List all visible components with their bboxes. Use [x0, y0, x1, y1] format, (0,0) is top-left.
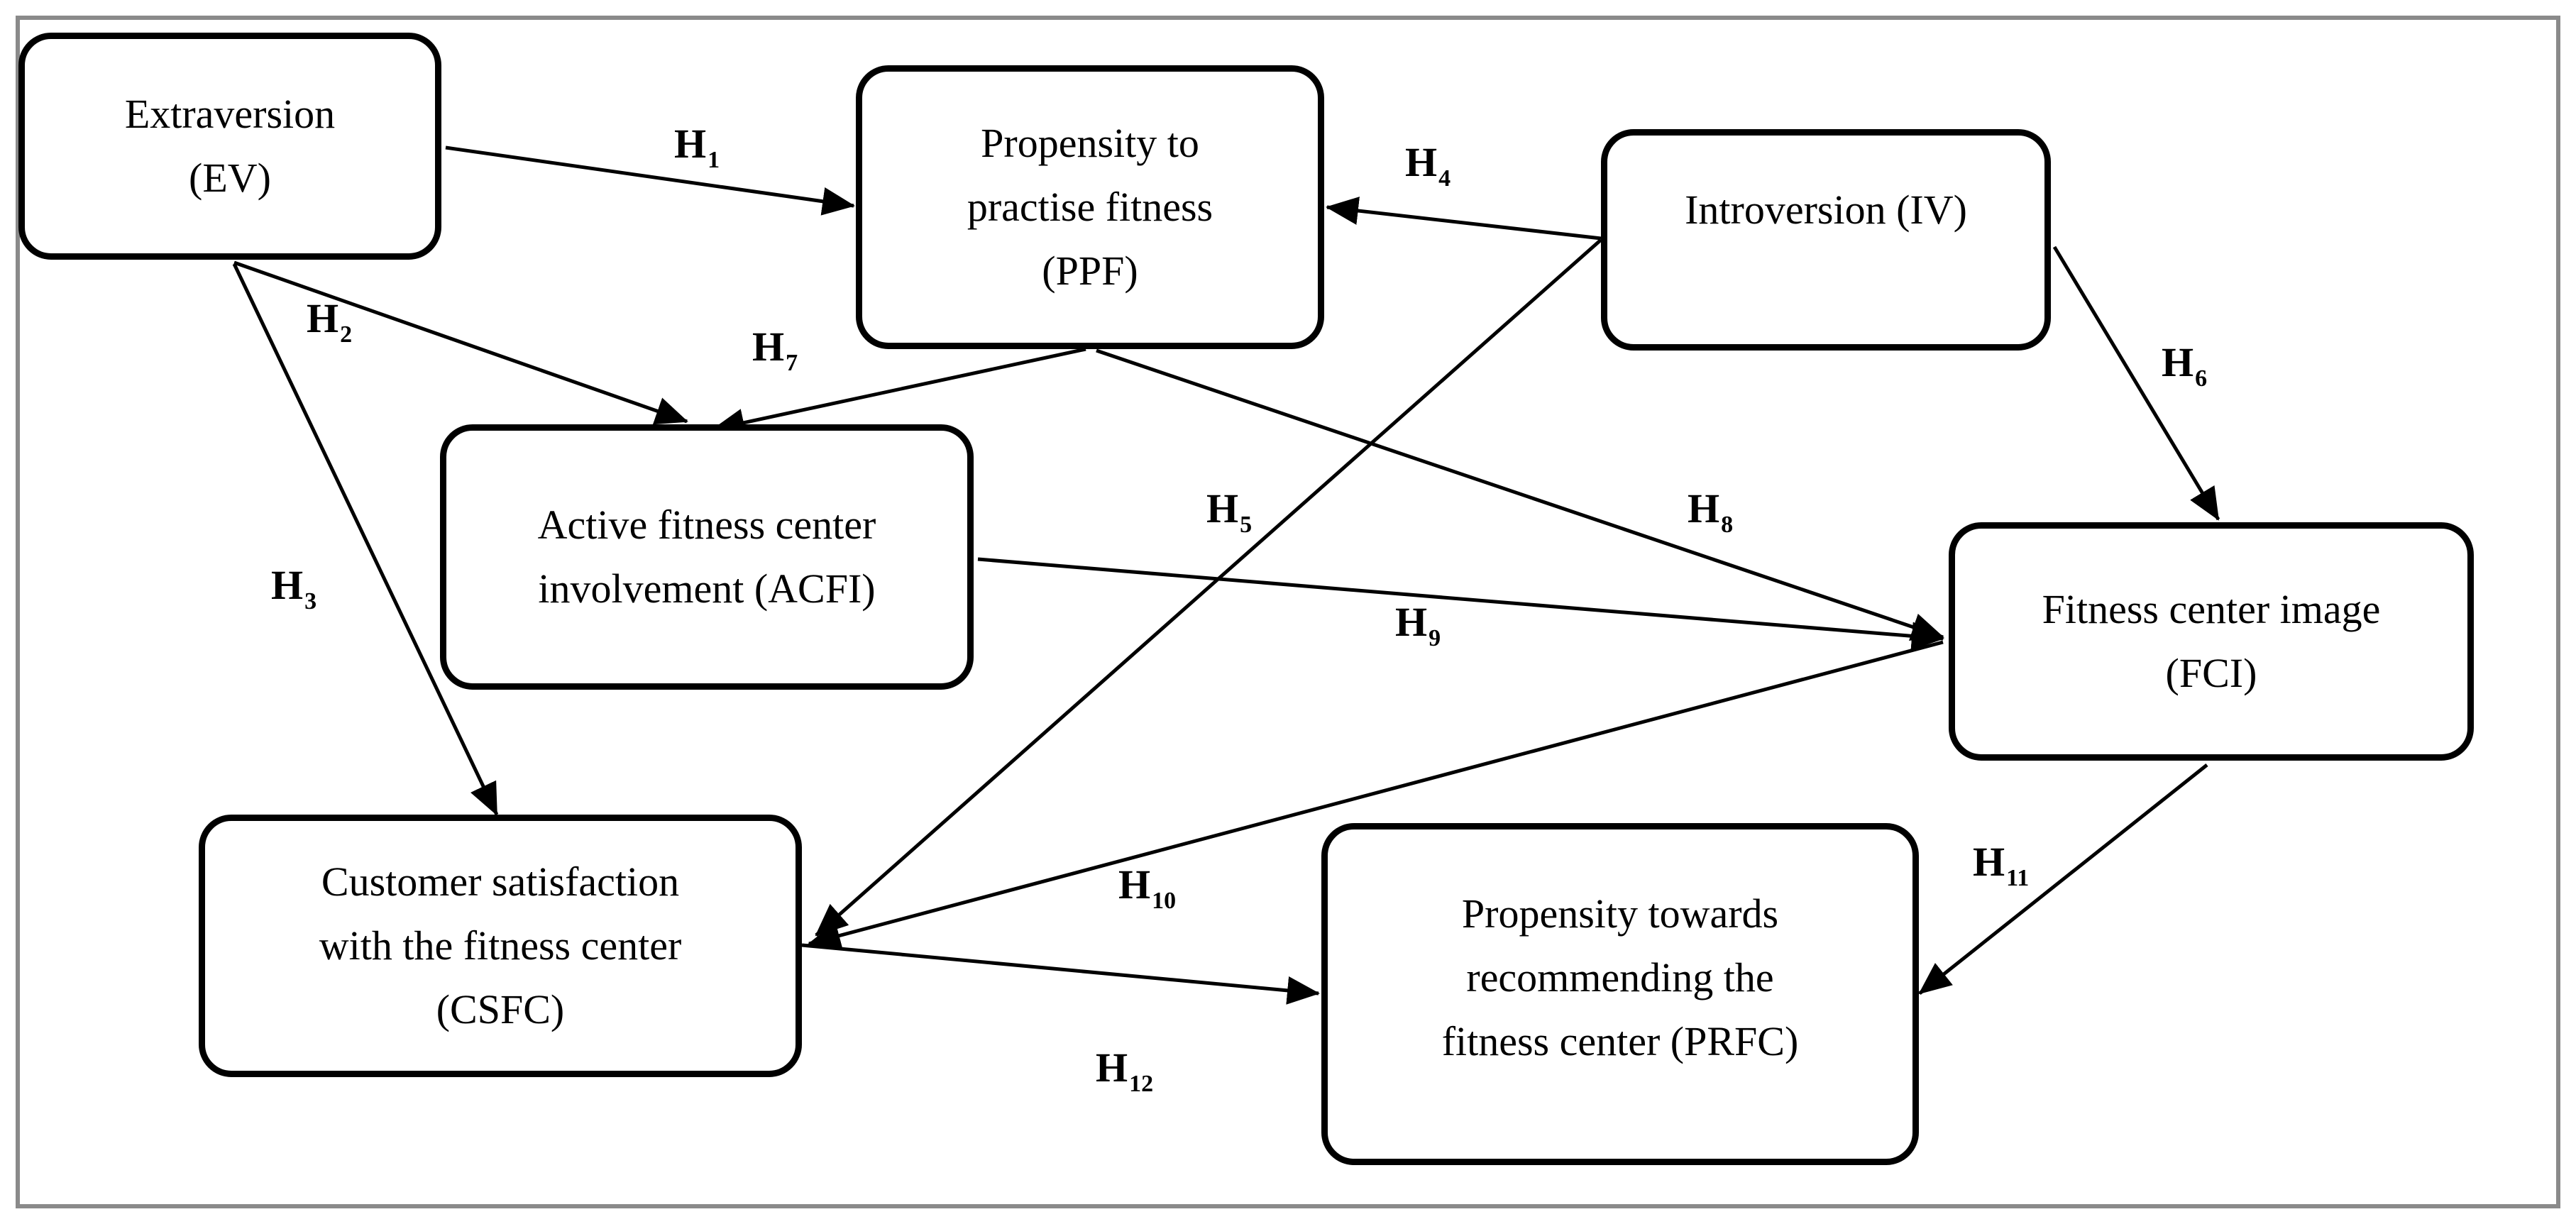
- arrow-h1: [445, 145, 855, 216]
- arrow-h2: [233, 260, 688, 425]
- label-h4: H4: [1405, 139, 1451, 191]
- arrow-h5: [815, 238, 1602, 937]
- label-h3-index: 3: [304, 588, 317, 614]
- label-h1-letter: H: [674, 121, 707, 167]
- node-acfi: Active fitness center involvement (ACFI): [440, 424, 974, 690]
- label-h3: H3: [271, 562, 317, 614]
- label-h11-index: 11: [2006, 865, 2030, 891]
- label-h7-index: 7: [786, 350, 798, 376]
- label-h5: H5: [1206, 485, 1252, 537]
- label-h12-letter: H: [1096, 1044, 1128, 1091]
- node-csfc-line-1: Customer satisfaction: [321, 859, 680, 905]
- label-h9: H9: [1395, 599, 1441, 651]
- node-acfi-line-2: involvement (ACFI): [538, 566, 876, 612]
- arrow-h11: [1918, 763, 2208, 995]
- label-h2: H2: [307, 295, 352, 347]
- arrow-h7: [712, 347, 1086, 437]
- label-h8-letter: H: [1688, 485, 1720, 531]
- node-iv-line-1: Introversion (IV): [1685, 187, 1967, 233]
- label-h7: H7: [752, 324, 798, 375]
- label-h11-letter: H: [1973, 839, 2005, 885]
- label-h2-index: 2: [340, 321, 353, 348]
- node-prfc: Propensity towards recommending the fitn…: [1321, 823, 1919, 1165]
- node-iv: Introversion (IV): [1601, 129, 2051, 351]
- node-prfc-line-3: fitness center (PRFC): [1441, 1018, 1799, 1064]
- node-prfc-line-2: recommending the: [1466, 954, 1774, 1000]
- label-h8-index: 8: [1721, 512, 1734, 538]
- label-h6: H6: [2162, 339, 2207, 391]
- node-fci-line-2: (FCI): [2165, 650, 2257, 696]
- arrow-h6: [2052, 246, 2220, 521]
- node-ev: Extraversion (EV): [18, 33, 441, 260]
- node-csfc-line-2: with the fitness center: [319, 922, 682, 969]
- node-ppf-line-1: Propensity to: [981, 120, 1199, 167]
- node-acfi-line-1: Active fitness center: [537, 502, 876, 548]
- label-h2-letter: H: [307, 295, 339, 341]
- node-csfc: Customer satisfaction with the fitness c…: [199, 815, 802, 1077]
- label-h5-letter: H: [1206, 485, 1239, 531]
- node-fci-line-1: Fitness center image: [2042, 586, 2381, 633]
- label-h3-letter: H: [271, 562, 304, 608]
- label-h12: H12: [1096, 1044, 1153, 1096]
- arrow-h10: [808, 640, 1944, 950]
- node-ppf: Propensity to practise fitness (PPF): [856, 65, 1324, 349]
- label-h1-index: 1: [708, 147, 720, 173]
- label-h9-letter: H: [1395, 599, 1428, 645]
- arrow-h12: [801, 943, 1320, 1005]
- label-h10-letter: H: [1118, 861, 1151, 908]
- label-h11: H11: [1973, 839, 2029, 891]
- label-h6-letter: H: [2162, 339, 2194, 385]
- node-ev-line-2: (EV): [189, 155, 271, 201]
- node-ev-line-1: Extraversion: [124, 91, 336, 138]
- label-h1: H1: [674, 121, 720, 172]
- node-csfc-line-3: (CSFC): [436, 986, 565, 1032]
- node-ppf-line-3: (PPF): [1042, 247, 1138, 294]
- label-h10-index: 10: [1152, 888, 1177, 914]
- label-h7-letter: H: [752, 324, 785, 370]
- label-h6-index: 6: [2195, 365, 2208, 392]
- label-h4-letter: H: [1405, 139, 1438, 185]
- arrow-h9: [977, 557, 1944, 651]
- node-fci: Fitness center image (FCI): [1949, 522, 2474, 761]
- diagram-frame: [16, 16, 2560, 1208]
- arrow-h3: [232, 263, 499, 816]
- arrow-h4: [1326, 197, 1602, 241]
- node-prfc-line-1: Propensity towards: [1461, 891, 1779, 937]
- label-h4-index: 4: [1438, 165, 1451, 192]
- node-ppf-line-2: practise fitness: [967, 184, 1213, 231]
- arrow-h8: [1096, 348, 1944, 641]
- label-h12-index: 12: [1129, 1071, 1154, 1097]
- label-h8: H8: [1688, 485, 1733, 537]
- label-h9-index: 9: [1429, 625, 1441, 651]
- label-h5-index: 5: [1240, 512, 1253, 538]
- label-h10: H10: [1118, 861, 1176, 913]
